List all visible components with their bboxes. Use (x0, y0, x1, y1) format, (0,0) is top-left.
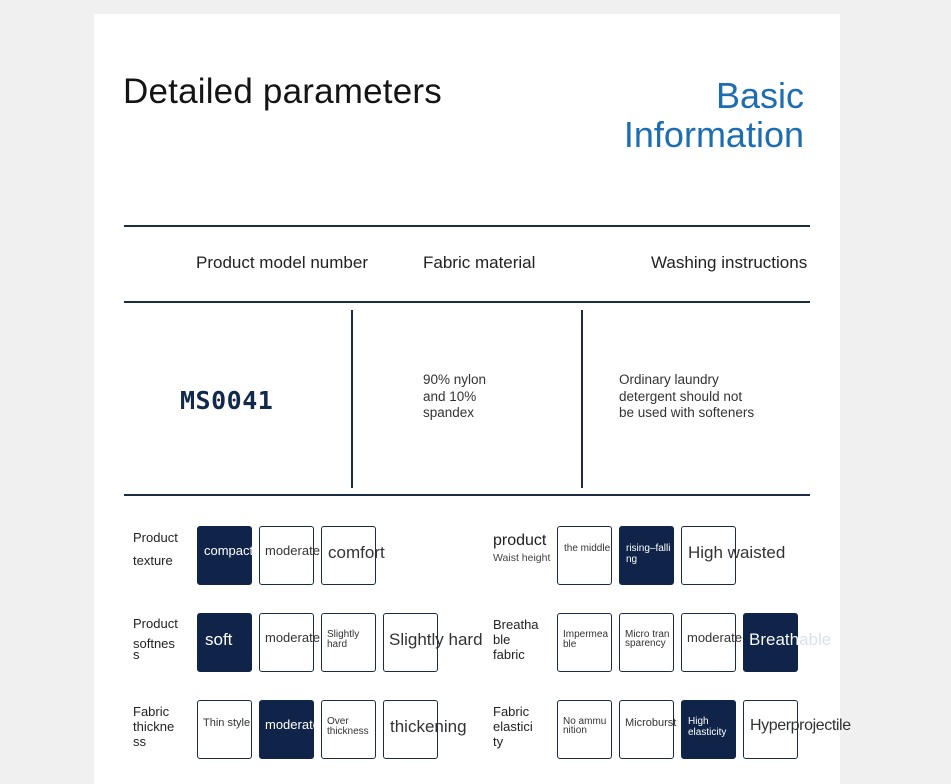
label-fabric-elasticity: Fabric elastici ty (493, 704, 533, 749)
option-box (197, 700, 252, 759)
label-main: product (493, 532, 547, 549)
option-over-thickness: Over thickness (327, 716, 369, 737)
option-moderate: moderate (265, 717, 320, 732)
option-box-selected (197, 526, 252, 585)
section-title: Basic Information (560, 76, 804, 154)
option-box-selected (681, 700, 736, 759)
option-high-waisted: High waisted (688, 543, 786, 562)
option-box (557, 526, 612, 585)
fabric-line: 90% nylon (423, 372, 487, 387)
label-line: texture (133, 553, 173, 568)
washing-line: detergent should not (619, 388, 743, 404)
label-product-texture: Product texture (133, 530, 178, 568)
option-box-selected (259, 700, 314, 759)
option-box (259, 613, 314, 672)
label-line: Fabric (133, 704, 170, 719)
label-line: ty (493, 734, 504, 749)
label-breathable-fabric: Breatha ble fabric (493, 617, 539, 662)
option-box (619, 613, 674, 672)
page-title: Detailed parameters (123, 72, 442, 111)
table-header-rule (124, 301, 810, 303)
option-soft: soft (205, 630, 233, 649)
option-box (681, 526, 736, 585)
label-line: ble (493, 632, 511, 647)
model-number: MS0041 (180, 386, 274, 415)
option-breathable-text: Breathable (749, 630, 832, 649)
option-box (383, 613, 438, 672)
option-box-selected (743, 613, 798, 672)
fabric-line: spandex (423, 405, 475, 420)
washing-instructions-text: Ordinary laundry detergent should not be… (619, 372, 754, 422)
label-line: elastici (493, 719, 533, 734)
option-box (557, 613, 612, 672)
label-line: Fabric (493, 704, 530, 719)
option-slightly-hard-small: Slightly hard (327, 629, 360, 650)
header-model: Product model number (196, 253, 368, 272)
section-title-line-2: Information (623, 114, 804, 155)
label-line: Product (133, 616, 178, 631)
option-impermeable: Impermeable (563, 629, 609, 650)
option-comfort: comfort (328, 543, 385, 562)
option-slightly-hard: Slightly hard (389, 630, 483, 649)
label-product-softness: Product softnes s (133, 616, 178, 662)
fabric-line: and 10% (423, 388, 477, 404)
option-thin-style: Thin style (203, 717, 251, 729)
option-box (383, 700, 438, 759)
option-compact: compact (204, 543, 254, 558)
table-top-rule (124, 225, 810, 227)
fabric-material-text: 90% nylon and 10% spandex (423, 372, 486, 422)
option-box (321, 700, 376, 759)
header-fabric: Fabric material (423, 253, 536, 272)
option-box (619, 700, 674, 759)
label-line: s (133, 647, 140, 662)
label-line: thickne (133, 719, 175, 734)
option-box (259, 526, 314, 585)
label-line: ss (133, 734, 146, 749)
option-thickening: thickening (390, 717, 467, 736)
option-moderate: moderate (687, 630, 742, 645)
section-title-line-1: Basic (715, 75, 804, 116)
option-breathable: Breathable (749, 630, 831, 650)
label-line: Product (133, 530, 178, 545)
option-box (681, 613, 736, 672)
label-line: Breatha (493, 617, 539, 632)
option-box (557, 700, 612, 759)
label-sub: Waist height (493, 552, 551, 564)
washing-line: be used with softeners (619, 405, 755, 420)
option-box (743, 700, 798, 759)
label-line: softnes (133, 636, 175, 651)
option-rising-falling: rising–falling (626, 543, 671, 565)
option-micro-transparency: Micro transparency (625, 629, 670, 649)
label-waist-height: product Waist height (493, 532, 550, 564)
option-box-selected (197, 613, 252, 672)
washing-line: Ordinary laundry (619, 372, 719, 387)
option-box-selected (619, 526, 674, 585)
column-divider-2 (581, 310, 583, 488)
label-line: fabric (493, 647, 525, 662)
header-washing: Washing instructions (651, 253, 808, 272)
option-the-middle: the middle (564, 543, 611, 554)
option-box (321, 613, 376, 672)
label-fabric-thickness: Fabric thickne ss (133, 704, 174, 749)
option-hyperprojectile: Hyperprojectile (750, 717, 851, 734)
column-divider-1 (351, 310, 353, 488)
option-moderate: moderate (265, 630, 320, 645)
option-moderate: moderate (265, 543, 320, 558)
table-bottom-rule (124, 494, 810, 496)
option-no-ammunition: No ammunition (563, 716, 607, 736)
option-box (321, 526, 376, 585)
option-high-elasticity: High elasticity (688, 716, 727, 738)
option-microburst: Microburst (625, 717, 677, 729)
